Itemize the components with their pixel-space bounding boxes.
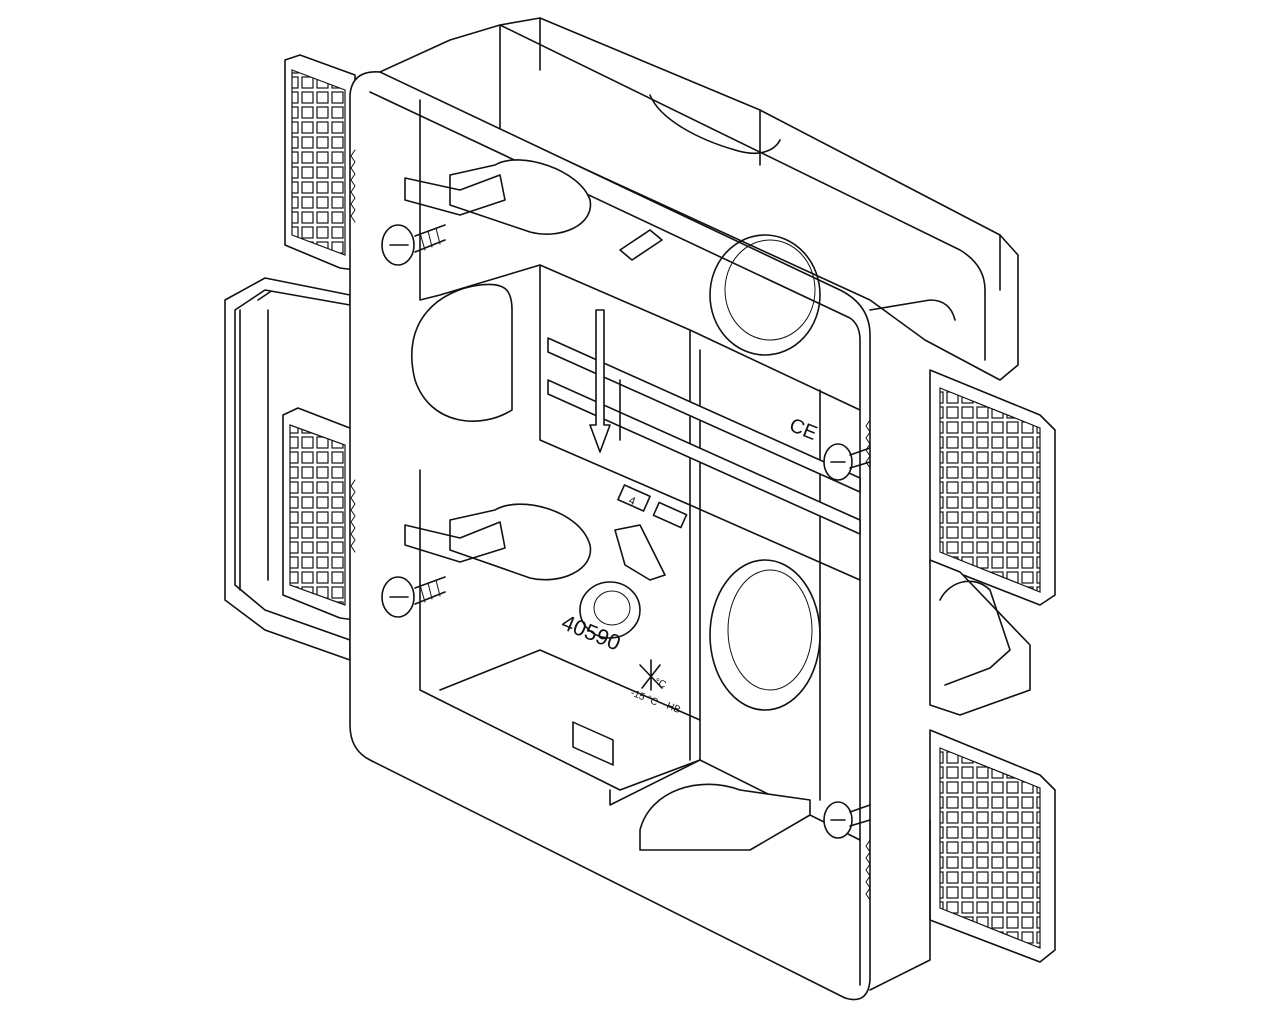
screw-lower-left — [381, 576, 446, 618]
label-plates — [572, 484, 688, 766]
screw-right-lower — [823, 801, 871, 839]
right-middle-clip — [929, 559, 1031, 716]
marking-code: HB — [665, 701, 682, 717]
screw-upper-left — [381, 224, 446, 266]
snap-clip — [614, 229, 666, 581]
temp-high: °C — [653, 677, 668, 691]
left-upper-grid-flange — [284, 54, 356, 271]
heat-symbol — [639, 659, 663, 691]
lower-screw-boss — [404, 503, 592, 581]
cable-gland-small — [579, 581, 641, 639]
box-back-body — [499, 17, 1019, 381]
knockout-left — [410, 283, 513, 422]
terminal-mark: 4 — [627, 495, 637, 508]
divider-rails — [547, 309, 861, 535]
left-lower-grid-flange — [282, 407, 356, 621]
edge-serrations — [350, 149, 871, 901]
knockout-lower-right — [709, 559, 821, 711]
knockout-bottom — [639, 783, 811, 851]
upper-screw-boss — [404, 159, 592, 235]
knockout-top-right — [709, 234, 821, 356]
right-lower-grid-flange — [929, 729, 1056, 963]
